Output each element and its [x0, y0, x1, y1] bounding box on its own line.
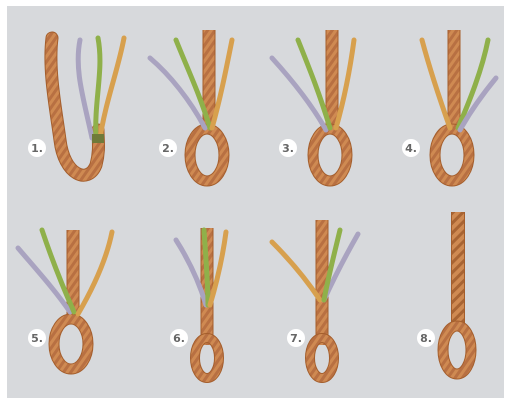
step-7 [272, 220, 358, 378]
step-number-6: 6. [173, 332, 185, 345]
step-2 [150, 30, 232, 181]
step-1 [51, 38, 124, 175]
step-8 [443, 212, 471, 374]
step-5 [18, 230, 112, 369]
step-3 [272, 30, 354, 181]
step-number-4: 4. [405, 142, 417, 155]
step-number-5: 5. [31, 332, 43, 345]
step-number-8: 8. [420, 332, 432, 345]
step-4 [422, 30, 496, 181]
step-number-3: 3. [282, 142, 294, 155]
step-number-7: 7. [290, 332, 302, 345]
step-number-2: 2. [162, 142, 174, 155]
step-6 [176, 228, 226, 378]
step-number-1: 1. [31, 142, 43, 155]
